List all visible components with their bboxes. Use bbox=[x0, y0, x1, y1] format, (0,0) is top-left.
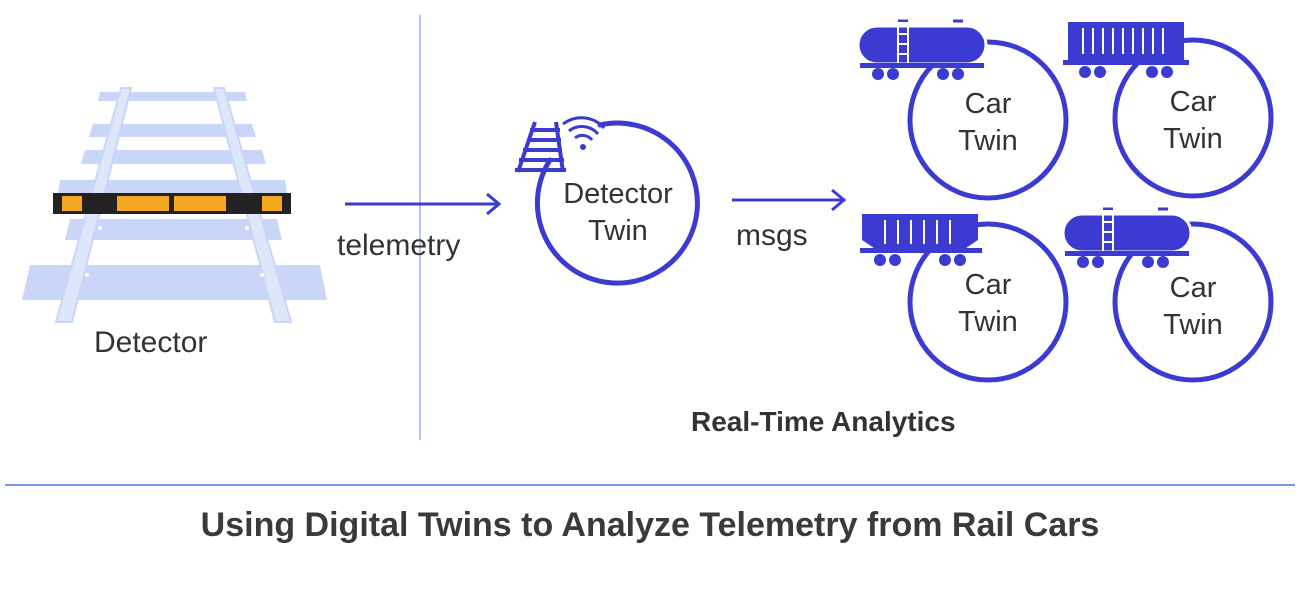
diagram-caption: Using Digital Twins to Analyze Telemetry… bbox=[200, 506, 1100, 544]
detector-track-icon bbox=[22, 87, 327, 323]
msgs-label: msgs bbox=[736, 219, 808, 252]
detector-twin-circle bbox=[534, 120, 700, 286]
car-twin-circle-3 bbox=[907, 221, 1069, 383]
telemetry-arrow bbox=[345, 192, 502, 216]
car-twin-4-line1: Car bbox=[1169, 272, 1217, 304]
car-twin-2-line2: Twin bbox=[1163, 123, 1223, 155]
car-twin-1-line2: Twin bbox=[958, 125, 1018, 157]
tank-car-icon bbox=[1061, 207, 1193, 268]
detector-twin-line1: Detector bbox=[563, 178, 673, 210]
car-twin-label-4: Car Twin bbox=[1123, 270, 1263, 344]
detector-sensor bbox=[53, 193, 291, 214]
car-twin-label-1: Car Twin bbox=[918, 86, 1058, 160]
car-twin-circle-2 bbox=[1112, 37, 1274, 199]
car-twin-label-2: Car Twin bbox=[1123, 84, 1263, 158]
car-twin-circle-4 bbox=[1112, 221, 1274, 383]
tank-car-icon bbox=[856, 19, 988, 80]
car-twin-1-line1: Car bbox=[964, 88, 1012, 120]
boxcar-icon bbox=[1063, 22, 1189, 78]
car-twin-3-line2: Twin bbox=[958, 306, 1018, 338]
car-twin-label-3: Car Twin bbox=[918, 267, 1058, 341]
track-wifi-icon bbox=[515, 116, 606, 173]
car-twin-2-line1: Car bbox=[1169, 86, 1217, 118]
car-twin-4-line2: Twin bbox=[1163, 309, 1223, 341]
real-time-analytics-title: Real-Time Analytics bbox=[691, 406, 956, 437]
detector-label: Detector bbox=[94, 326, 208, 359]
detector-twin-label: Detector Twin bbox=[548, 176, 688, 250]
telemetry-label: telemetry bbox=[337, 229, 461, 262]
car-twin-circle-1 bbox=[907, 39, 1069, 201]
hopper-car-icon bbox=[860, 214, 982, 266]
detector-twin-line2: Twin bbox=[588, 215, 648, 247]
car-twin-3-line1: Car bbox=[964, 269, 1012, 301]
msgs-arrow bbox=[732, 188, 847, 212]
